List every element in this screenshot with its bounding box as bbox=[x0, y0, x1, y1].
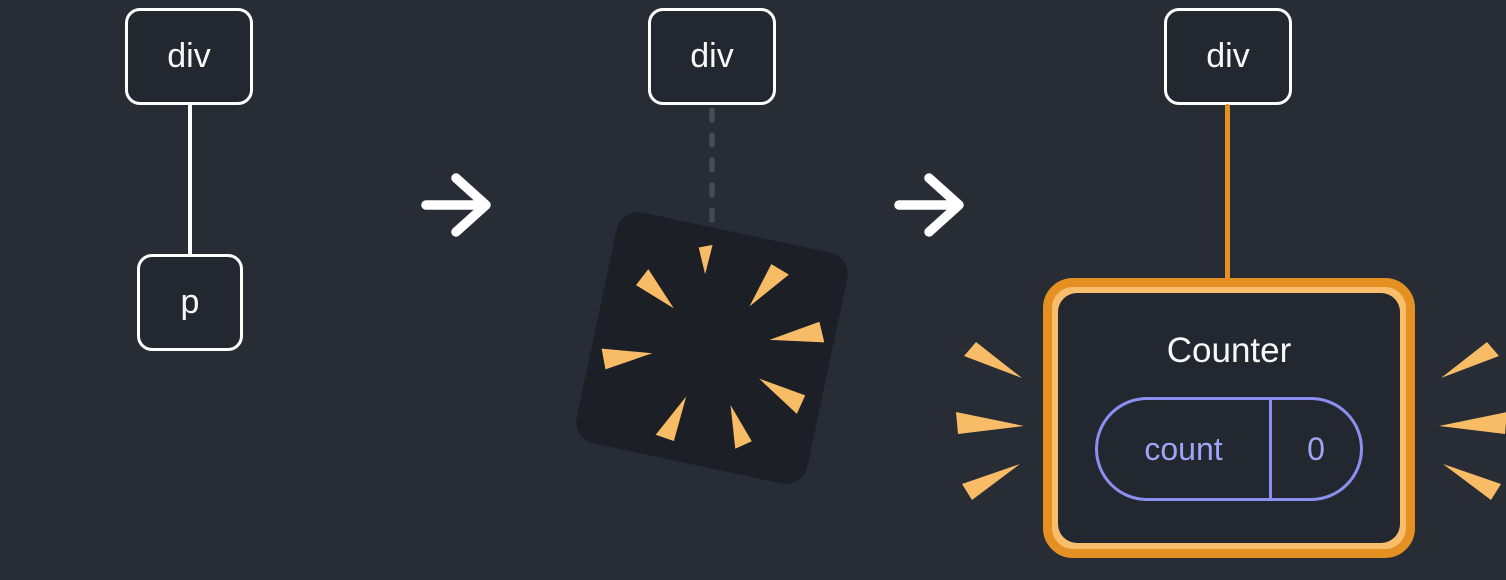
destroyed-component-burst-icon bbox=[576, 212, 848, 484]
right-arrow-icon bbox=[421, 173, 491, 237]
emphasis-spark-icon-right bbox=[1439, 342, 1506, 500]
counter-component: Counter count 0 bbox=[1043, 278, 1415, 558]
state-pill: count 0 bbox=[1095, 397, 1363, 501]
dom-node-div-stage1: div bbox=[125, 8, 253, 105]
tree-edge-dashed bbox=[709, 107, 715, 229]
dom-node-div-stage2: div bbox=[648, 8, 776, 105]
dom-node-p-stage1: p bbox=[137, 254, 243, 351]
state-label: count bbox=[1144, 430, 1223, 467]
right-arrow-icon bbox=[894, 173, 964, 237]
tree-edge-orange bbox=[1225, 104, 1230, 282]
dom-node-label: p bbox=[180, 283, 200, 321]
emphasis-spark-icon-left bbox=[956, 342, 1024, 500]
pill-divider bbox=[1269, 400, 1272, 498]
burst-spark-group bbox=[601, 244, 825, 449]
dom-node-div-stage3: div bbox=[1164, 8, 1292, 105]
burst-square bbox=[576, 212, 848, 484]
counter-panel: Counter count 0 bbox=[1058, 293, 1400, 543]
dom-node-label: div bbox=[690, 37, 734, 75]
dom-node-label: div bbox=[167, 37, 211, 75]
dom-node-label: div bbox=[1206, 37, 1250, 75]
counter-title: Counter bbox=[1166, 331, 1292, 370]
state-value: 0 bbox=[1307, 430, 1325, 467]
tree-edge-solid bbox=[188, 104, 192, 256]
